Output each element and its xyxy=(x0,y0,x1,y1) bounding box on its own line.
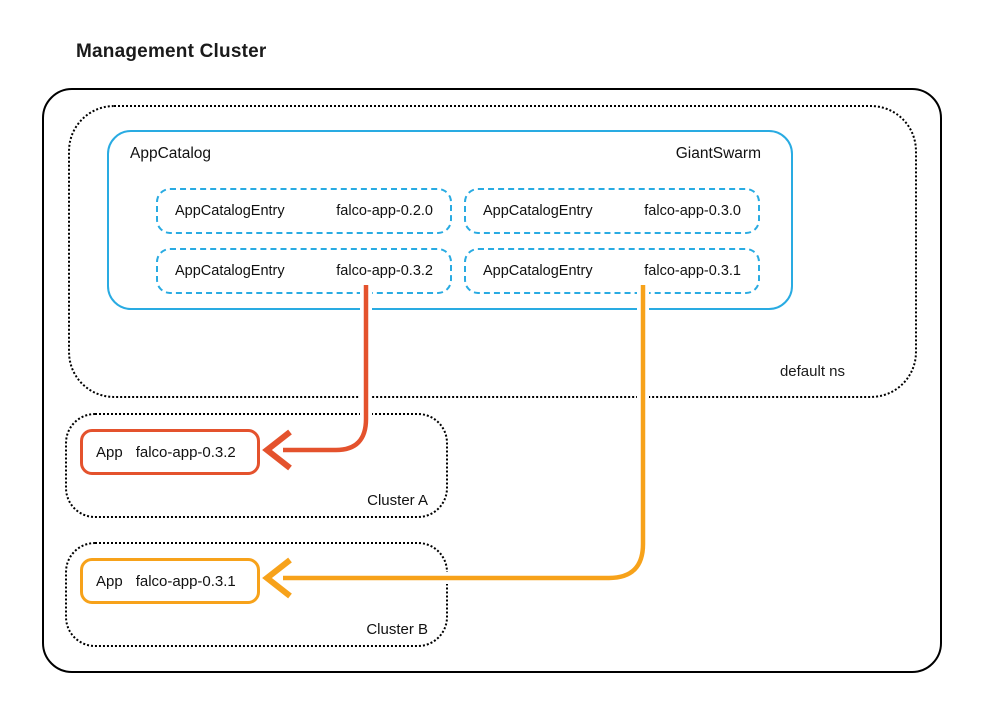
entry-kind: AppCatalogEntry xyxy=(175,203,285,219)
entry-version: falco-app-0.3.2 xyxy=(336,263,433,279)
appcatalogentry-box-0.2.0: AppCatalogEntry falco-app-0.2.0 xyxy=(156,188,452,234)
cluster-a-box: App falco-app-0.3.2 Cluster A xyxy=(65,413,448,518)
app-version: falco-app-0.3.1 xyxy=(135,572,236,590)
appcatalogentry-box-0.3.1: AppCatalogEntry falco-app-0.3.1 xyxy=(464,248,760,294)
app-version: falco-app-0.3.2 xyxy=(135,443,236,461)
app-box-cluster-b: App falco-app-0.3.1 xyxy=(80,558,260,604)
appcatalogentry-box-0.3.0: AppCatalogEntry falco-app-0.3.0 xyxy=(464,188,760,234)
app-box-cluster-a: App falco-app-0.3.2 xyxy=(80,429,260,475)
appcatalog-box: AppCatalog GiantSwarm AppCatalogEntry fa… xyxy=(107,130,793,310)
provider-label: GiantSwarm xyxy=(675,145,761,162)
cluster-b-label: Cluster B xyxy=(366,621,428,638)
entry-version: falco-app-0.3.1 xyxy=(644,263,741,279)
entry-version: falco-app-0.3.0 xyxy=(644,203,741,219)
cluster-a-label: Cluster A xyxy=(367,492,428,509)
entry-kind: AppCatalogEntry xyxy=(483,203,593,219)
appcatalog-label: AppCatalog xyxy=(130,145,212,162)
entry-kind: AppCatalogEntry xyxy=(175,263,285,279)
cluster-b-box: App falco-app-0.3.1 Cluster B xyxy=(65,542,448,647)
page-title: Management Cluster xyxy=(76,41,267,62)
app-kind: App xyxy=(96,572,123,590)
namespace-label: default ns xyxy=(779,363,845,380)
app-kind: App xyxy=(96,443,123,461)
entry-kind: AppCatalogEntry xyxy=(483,263,593,279)
entry-version: falco-app-0.2.0 xyxy=(336,203,433,219)
appcatalogentry-box-0.3.2: AppCatalogEntry falco-app-0.3.2 xyxy=(156,248,452,294)
management-cluster-box xyxy=(42,88,942,673)
